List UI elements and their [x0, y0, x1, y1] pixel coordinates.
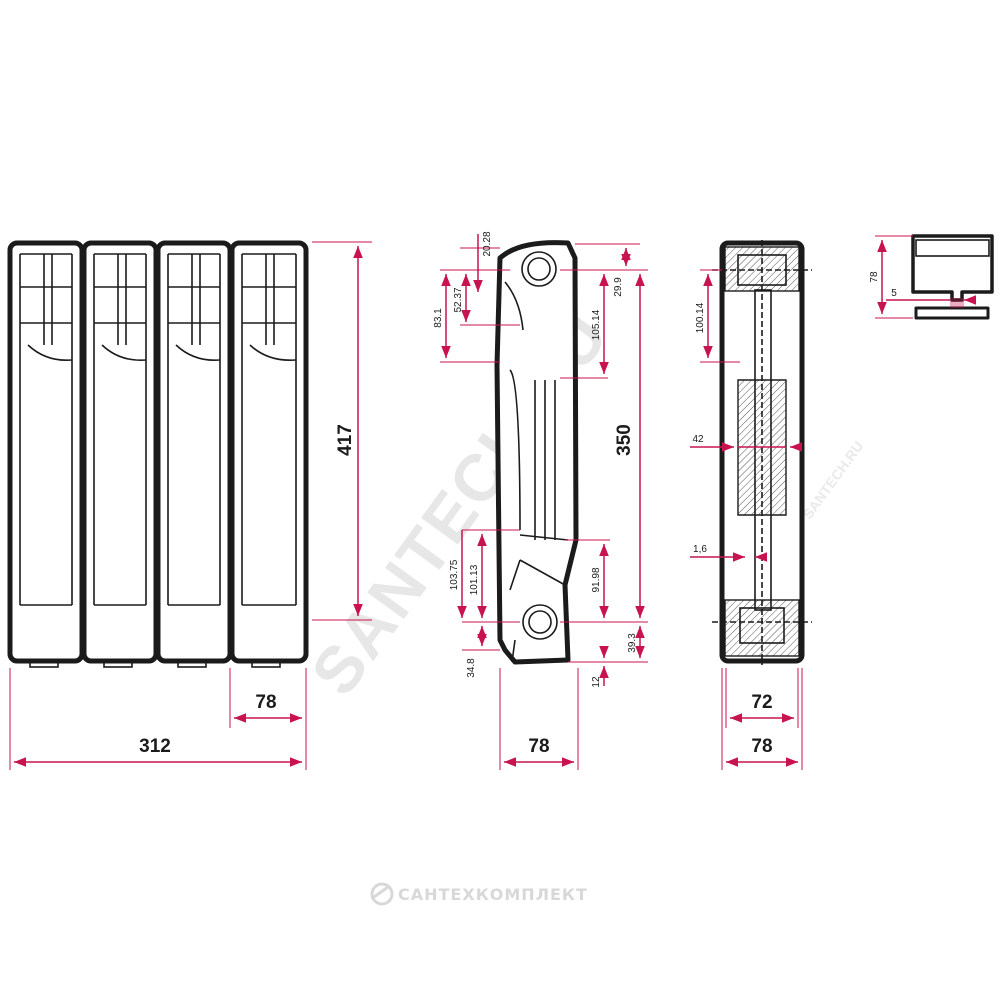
dim-profile-gap: 5: [891, 288, 897, 299]
dim-side-upper-right: 105.14: [591, 309, 602, 340]
cross-section-view: 100.14 42 1,6 72 78: [690, 240, 812, 770]
dim-side-lower-b: 101.13: [469, 564, 480, 595]
radiator-section: [229, 240, 309, 668]
dim-side-depth: 78: [528, 736, 549, 757]
dim-side-bottom-right: 39.3: [627, 633, 638, 653]
brand-mark: САНТЕХКОМПЛЕКТ: [370, 882, 588, 906]
dim-profile-height: 78: [869, 271, 880, 283]
top-profile-view: 78 5: [869, 234, 994, 320]
dim-side-top-right: 29.9: [613, 277, 624, 297]
dim-side-lower-a: 103.75: [449, 559, 460, 590]
dim-section-outer-width: 78: [751, 736, 772, 757]
dim-section-web: 42: [692, 434, 704, 445]
front-view: 417 78 312: [7, 240, 372, 770]
dim-side-top-offset: 20.28: [482, 231, 493, 256]
brand-name: САНТЕХКОМПЛЕКТ: [398, 885, 588, 904]
dim-total-width: 312: [139, 736, 171, 757]
dim-axis-distance: 350: [614, 424, 635, 456]
side-view: 20.28 52.37 83.1 103.75 101.13 34.8 29.9…: [433, 231, 648, 770]
svg-text:SANTECH.RU: SANTECH.RU: [799, 438, 866, 522]
dim-front-height: 417: [335, 424, 356, 456]
radiator-section: [7, 240, 85, 668]
dim-side-upper-b: 83.1: [433, 308, 444, 328]
dim-side-lower-right: 91.98: [591, 567, 602, 592]
dim-section-width: 78: [255, 692, 276, 713]
dim-section-inner-width: 72: [751, 692, 772, 713]
radiator-section: [155, 240, 233, 668]
dim-section-upper: 100.14: [695, 302, 706, 333]
dim-section-wall: 1,6: [693, 544, 707, 555]
dim-side-bottom-left: 34.8: [466, 658, 477, 678]
dim-side-upper-a: 52.37: [453, 287, 464, 312]
radiator-section: [81, 240, 159, 668]
dim-side-bottom-gap: 12: [591, 676, 602, 688]
brand-logo-icon: [370, 882, 394, 906]
